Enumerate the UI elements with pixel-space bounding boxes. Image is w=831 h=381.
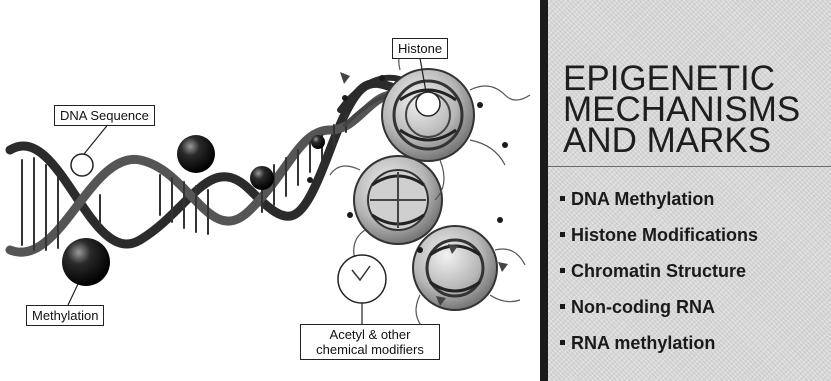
bullet-square-icon xyxy=(560,196,565,201)
methyl-ball xyxy=(177,135,215,173)
list-item-label: Histone Modifications xyxy=(571,225,758,245)
panel-accent-bar xyxy=(540,0,548,381)
methylation-label: Methylation xyxy=(26,305,104,326)
title-divider xyxy=(548,166,831,167)
mechanism-list: DNA Methylation Histone Modifications Ch… xyxy=(560,188,758,368)
list-item-label: Chromatin Structure xyxy=(571,261,746,281)
methyl-ball-small xyxy=(250,166,274,190)
dna-sequence-callout-circle xyxy=(71,154,93,176)
histone-label: Histone xyxy=(392,38,448,59)
list-item: Non-coding RNA xyxy=(560,296,758,332)
title-line-3: AND MARKS xyxy=(563,125,823,156)
list-item: DNA Methylation xyxy=(560,188,758,224)
list-item-label: Non-coding RNA xyxy=(571,297,715,317)
methyl-ball-tiny xyxy=(311,135,325,149)
list-item-label: RNA methylation xyxy=(571,333,715,353)
bullet-square-icon xyxy=(560,340,565,345)
histone-callout-circle xyxy=(416,92,440,116)
nucleosome-bottom xyxy=(413,226,497,310)
list-item: RNA methylation xyxy=(560,332,758,368)
acetyl-label-line2: chemical modifiers xyxy=(306,342,434,357)
list-item-label: DNA Methylation xyxy=(571,189,714,209)
nucleosome-middle xyxy=(354,156,442,244)
dna-sequence-label: DNA Sequence xyxy=(54,105,155,126)
bullet-square-icon xyxy=(560,304,565,309)
list-item: Histone Modifications xyxy=(560,224,758,260)
acetyl-label-line1: Acetyl & other xyxy=(306,327,434,342)
panel-title: EPIGENETIC MECHANISMS AND MARKS xyxy=(563,63,823,156)
methyl-ball-large xyxy=(62,238,110,286)
acetyl-callout-circle xyxy=(338,255,386,303)
acetyl-modifiers-label: Acetyl & other chemical modifiers xyxy=(300,324,440,360)
list-item: Chromatin Structure xyxy=(560,260,758,296)
title-panel: EPIGENETIC MECHANISMS AND MARKS DNA Meth… xyxy=(540,0,831,381)
bullet-square-icon xyxy=(560,232,565,237)
bullet-square-icon xyxy=(560,268,565,273)
